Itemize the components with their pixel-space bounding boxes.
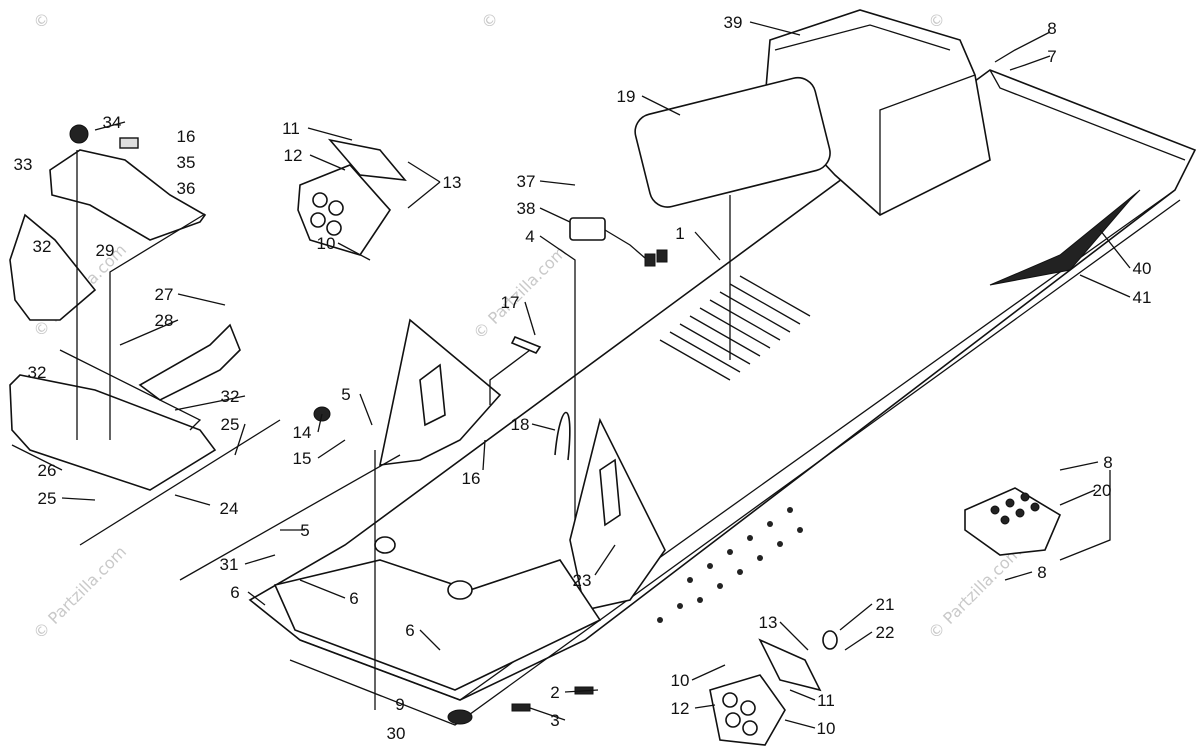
callout-c16a: 16 [177,127,196,146]
callout-c37: 37 [517,172,536,191]
hood-panel [49,149,207,241]
tunnel-louvers [659,275,811,381]
callout-c32a: 32 [33,237,52,256]
wire-harness [569,217,668,267]
callout-c2: 2 [550,683,559,702]
callout-c10b: 10 [671,671,690,690]
callout-c8c: 8 [1037,563,1046,582]
plug-9 [447,709,473,725]
fastener-17 [510,335,542,354]
callout-c18: 18 [511,415,530,434]
seat [764,9,991,216]
callout-c11b: 11 [817,691,835,710]
callout-c29: 29 [96,241,115,260]
callout-c11a: 11 [282,119,300,138]
leader-lines [11,21,1131,729]
callout-c12b: 12 [671,699,690,718]
callout-c28: 28 [155,311,174,330]
callout-c4: 4 [525,227,534,246]
callout-c13a: 13 [443,173,462,192]
callout-c15: 15 [293,449,312,468]
callout-c25a: 25 [221,415,240,434]
callout-c9: 9 [395,695,404,714]
callout-c6b: 6 [349,589,358,608]
callout-c8a: 8 [1047,19,1056,38]
callout-c6a: 6 [230,583,239,602]
callout-c5b: 5 [300,521,309,540]
tunnel-vent-holes [657,507,803,623]
callout-c13b: 13 [759,613,778,632]
clip-21 [822,630,838,650]
callout-c3: 3 [550,711,559,730]
callout-c36: 36 [177,179,196,198]
callout-c6c: 6 [405,621,414,640]
callout-c32b: 32 [28,363,47,382]
step-plate [964,487,1062,556]
decal-16 [119,137,139,149]
watermark-top-right: © [924,8,949,33]
callout-c1: 1 [675,224,684,243]
callout-c32c: 32 [221,387,240,406]
callout-c8b: 8 [1103,453,1112,472]
callout-c20: 20 [1093,481,1112,500]
watermark-bot-left: © Partzilla.com [29,542,130,643]
callout-c22: 22 [876,623,895,642]
callout-c38: 38 [517,199,536,218]
callout-c25b: 25 [38,489,57,508]
watermark-top-left: © [29,8,54,33]
callout-c27: 27 [155,285,174,304]
footrest-lower [709,638,822,746]
callout-c26: 26 [38,461,57,480]
callout-c35: 35 [177,153,196,172]
callout-c16b: 16 [462,469,481,488]
callout-c12a: 12 [284,146,303,165]
callout-c19: 19 [617,87,636,106]
callout-c10a: 10 [317,234,336,253]
fastener-3 [511,703,531,712]
callout-c31: 31 [220,555,239,574]
side-bracket [9,213,97,321]
callout-c17: 17 [501,293,520,312]
knob [69,124,89,144]
callout-c40: 40 [1133,259,1152,278]
callout-c21: 21 [876,595,895,614]
callout-c24: 24 [220,499,239,518]
watermark-top-center: © [477,8,502,33]
callout-c30: 30 [387,724,406,743]
callout-c14: 14 [293,423,312,442]
watermark-mid-center: © Partzilla.com [469,242,570,343]
left-rail [9,374,217,491]
callout-c33: 33 [14,155,33,174]
seat-mat [634,76,831,208]
tunnel-decal-40-41 [989,189,1141,286]
callout-c5a: 5 [341,385,350,404]
callout-c41: 41 [1133,288,1152,307]
footrest-upper [297,138,407,256]
callout-c10c: 10 [817,719,836,738]
callout-c39: 39 [724,13,743,32]
callout-c34: 34 [103,113,122,132]
front-frame [273,318,666,691]
chassis-tunnel [248,69,1197,726]
cable-18 [554,411,571,461]
callout-c23: 23 [573,571,592,590]
callout-c7: 7 [1047,47,1056,66]
watermark-bot-right: © Partzilla.com [924,542,1025,643]
